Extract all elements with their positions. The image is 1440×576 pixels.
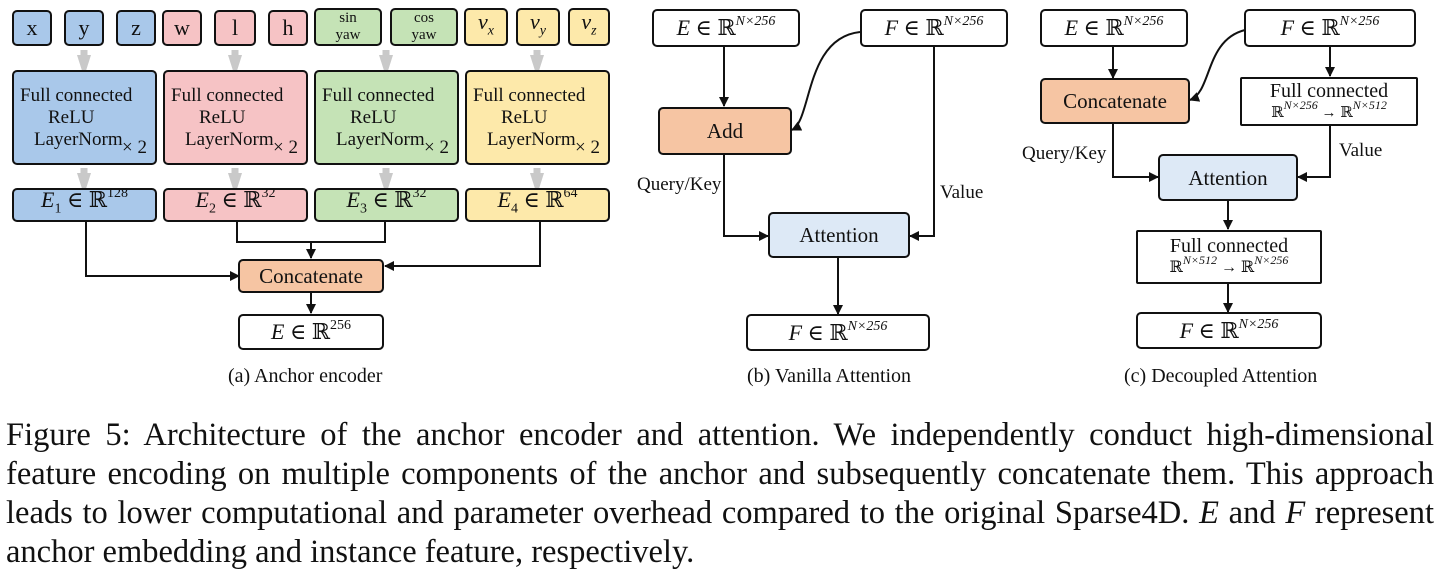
input-y: y (64, 10, 104, 46)
input-z: z (116, 10, 156, 46)
input-vx: vx (464, 8, 508, 46)
decoupled-value-label: Value (1339, 140, 1383, 161)
vanilla-output: F ∈ ℝN×256 (746, 314, 930, 351)
input-w: w (162, 10, 202, 46)
decoupled-input-e: E ∈ ℝN×256 (1040, 9, 1188, 47)
subcaption-b: (b) Vanilla Attention (747, 365, 912, 387)
vanilla-query-key-label: Query/Key (637, 174, 722, 195)
vanilla-attention-block: Attention (768, 212, 910, 258)
decoupled-input-f: F ∈ ℝN×256 (1244, 9, 1416, 47)
concatenate-block: Concatenate (238, 259, 384, 293)
vanilla-input-f: F ∈ ℝN×256 (860, 9, 1008, 47)
input-vy: vy (516, 8, 560, 46)
decoupled-query-key-label: Query/Key (1022, 143, 1107, 164)
vanilla-input-e: E ∈ ℝN×256 (652, 9, 800, 47)
decoupled-output: F ∈ ℝN×256 (1136, 312, 1322, 349)
vanilla-connectors (719, 31, 935, 315)
input-x: x (12, 10, 52, 46)
input-vz: vz (568, 8, 610, 46)
subcaption-c: (c) Decoupled Attention (1124, 365, 1318, 387)
decoupled-attention-block: Attention (1158, 154, 1298, 201)
vanilla-value-label: Value (940, 182, 984, 203)
encoder-output: E ∈ ℝ256 (238, 314, 384, 350)
decoupled-connectors (1108, 29, 1335, 313)
add-block: Add (658, 107, 792, 155)
gray-flow-arrows (77, 50, 544, 195)
input-h: h (268, 10, 308, 46)
embedding-e4: E4 ∈ ℝ64 (465, 187, 610, 222)
fc-expand-block: Full connected ℝN×256 → ℝN×512 (1240, 77, 1418, 126)
embedding-e3: E3 ∈ ℝ32 (314, 187, 459, 222)
encoder-connectors (85, 222, 541, 314)
figure-caption: Figure 5: Architecture of the anchor enc… (6, 417, 1434, 570)
embedding-e2: E2 ∈ ℝ32 (163, 187, 308, 222)
subcaption-a: (a) Anchor encoder (228, 365, 383, 387)
input-l: l (214, 10, 256, 46)
decoupled-concatenate-block: Concatenate (1040, 78, 1190, 124)
fc-reduce-block: Full connected ℝN×512 → ℝN×256 (1136, 230, 1322, 284)
embedding-e1: E1 ∈ ℝ128 (12, 187, 157, 222)
